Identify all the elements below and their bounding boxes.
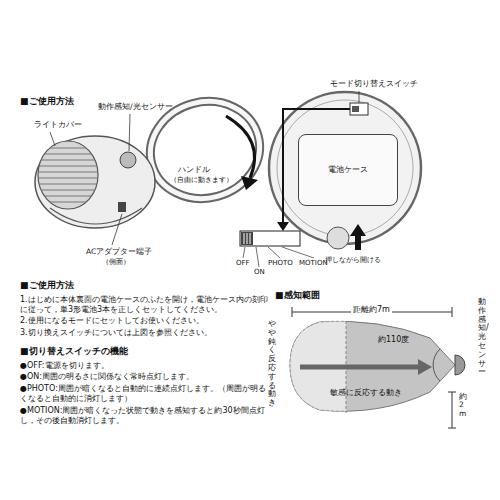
back-view-illustration: [269, 91, 421, 250]
back-view-illustration: [269, 92, 421, 244]
switch-position: OFF: [236, 259, 250, 268]
back-view-illustration: [350, 103, 368, 115]
part-label: 動作感知/光センサー: [98, 102, 173, 112]
lamp-illustration: [120, 152, 136, 168]
detection-range-illustration: [300, 365, 418, 370]
node-text: 電池ケース: [328, 165, 368, 175]
lamp-illustration: [50, 208, 142, 224]
detection-range-illustration: [433, 349, 440, 381]
switch-position: MOTION: [299, 259, 328, 268]
switch-illustration: [282, 247, 314, 258]
part-label: ライトカバー: [34, 120, 82, 130]
function-text: ●PHOTO:周囲が暗くなると自動的に連続点灯します。（周囲が明るくなると自動的…: [20, 384, 268, 405]
lamp-illustration: [226, 116, 255, 178]
detection-range-illustration: [455, 355, 465, 375]
back-view-illustration: [327, 227, 349, 249]
lamp-illustration: [118, 202, 126, 212]
part-note: （側面）: [102, 258, 130, 267]
range-label: 敏感に反応する動き: [330, 388, 402, 398]
lamp-illustration: [241, 176, 258, 190]
lamp-illustration: [129, 114, 130, 151]
part-label: ACアダプター端子: [86, 247, 152, 257]
part-note: （自由に動きます）: [170, 176, 233, 185]
switch-illustration: [243, 247, 245, 258]
detection-range-illustration: [418, 359, 432, 375]
function-text: ●ON:周囲の明るさに関係なく常時点灯します。: [20, 372, 268, 382]
back-view-illustration: [277, 222, 289, 231]
lamp-illustration: [35, 136, 155, 228]
function-text: ●MOTION:周囲が暗くなった状態で動きを感知すると約30秒間点灯し，その後自…: [20, 406, 268, 427]
lamp-illustration: [112, 214, 122, 245]
detection-range-illustration: [290, 307, 465, 428]
dimension-label: 約2m: [459, 393, 467, 418]
part-label: ハンドル: [178, 165, 210, 175]
lamp-illustration: [35, 89, 271, 245]
detection-range-illustration: [290, 321, 346, 411]
detection-range-illustration: [448, 428, 456, 429]
switch-position: ON: [254, 268, 265, 277]
lamp-illustration: [38, 148, 98, 202]
lamp-illustration: [38, 141, 98, 209]
switch-illustration: [244, 233, 250, 244]
switch-illustration: [241, 232, 253, 245]
function-text: ●OFF:電源を切ります。: [20, 361, 268, 371]
back-view-illustration: [352, 106, 359, 112]
back-view-illustration: [277, 100, 413, 236]
detection-range-illustration: [452, 307, 453, 317]
dimension-label: 距離約7m: [351, 305, 392, 315]
switch-illustration: [268, 247, 280, 258]
detection-range-illustration: [452, 392, 453, 428]
switch-position: PHOTO: [268, 259, 293, 268]
back-view-illustration: [359, 91, 360, 103]
detection-range-illustration: [292, 307, 293, 317]
section-heading: ■切り替えスイッチの機能: [20, 346, 128, 358]
instruction-label: 押しながら開ける: [325, 256, 381, 265]
angle-label: 約110度: [378, 335, 409, 345]
battery-case-box: 電池ケース: [298, 134, 398, 206]
section-heading: ■ご使用方法: [20, 96, 74, 108]
instruction-text: 2.使用になるモードにセットしてお使いください。: [20, 316, 268, 326]
part-label: モード切り替えスイッチ: [330, 79, 418, 89]
switch-illustration: [256, 247, 259, 267]
instruction-text: 3.切り換えスイッチについては上図を参照ください。: [20, 328, 268, 338]
range-label: やや鈍く反応する動き: [268, 320, 276, 408]
instruction-text: 1.はじめに本体裏面の電池ケースのふたを開け，電池ケース内の刻印に従って，単3形…: [20, 295, 268, 316]
sensor-label: 動作感知/光センサー: [478, 298, 486, 377]
lamp-illustration: [50, 132, 55, 146]
section-heading: ■感知範囲: [275, 290, 320, 302]
switch-illustration: [240, 231, 300, 246]
detection-range-illustration: [448, 392, 456, 393]
section-heading: ■ご使用方法: [20, 280, 74, 292]
back-view-illustration: [350, 224, 366, 250]
detection-range-illustration: [290, 321, 455, 411]
